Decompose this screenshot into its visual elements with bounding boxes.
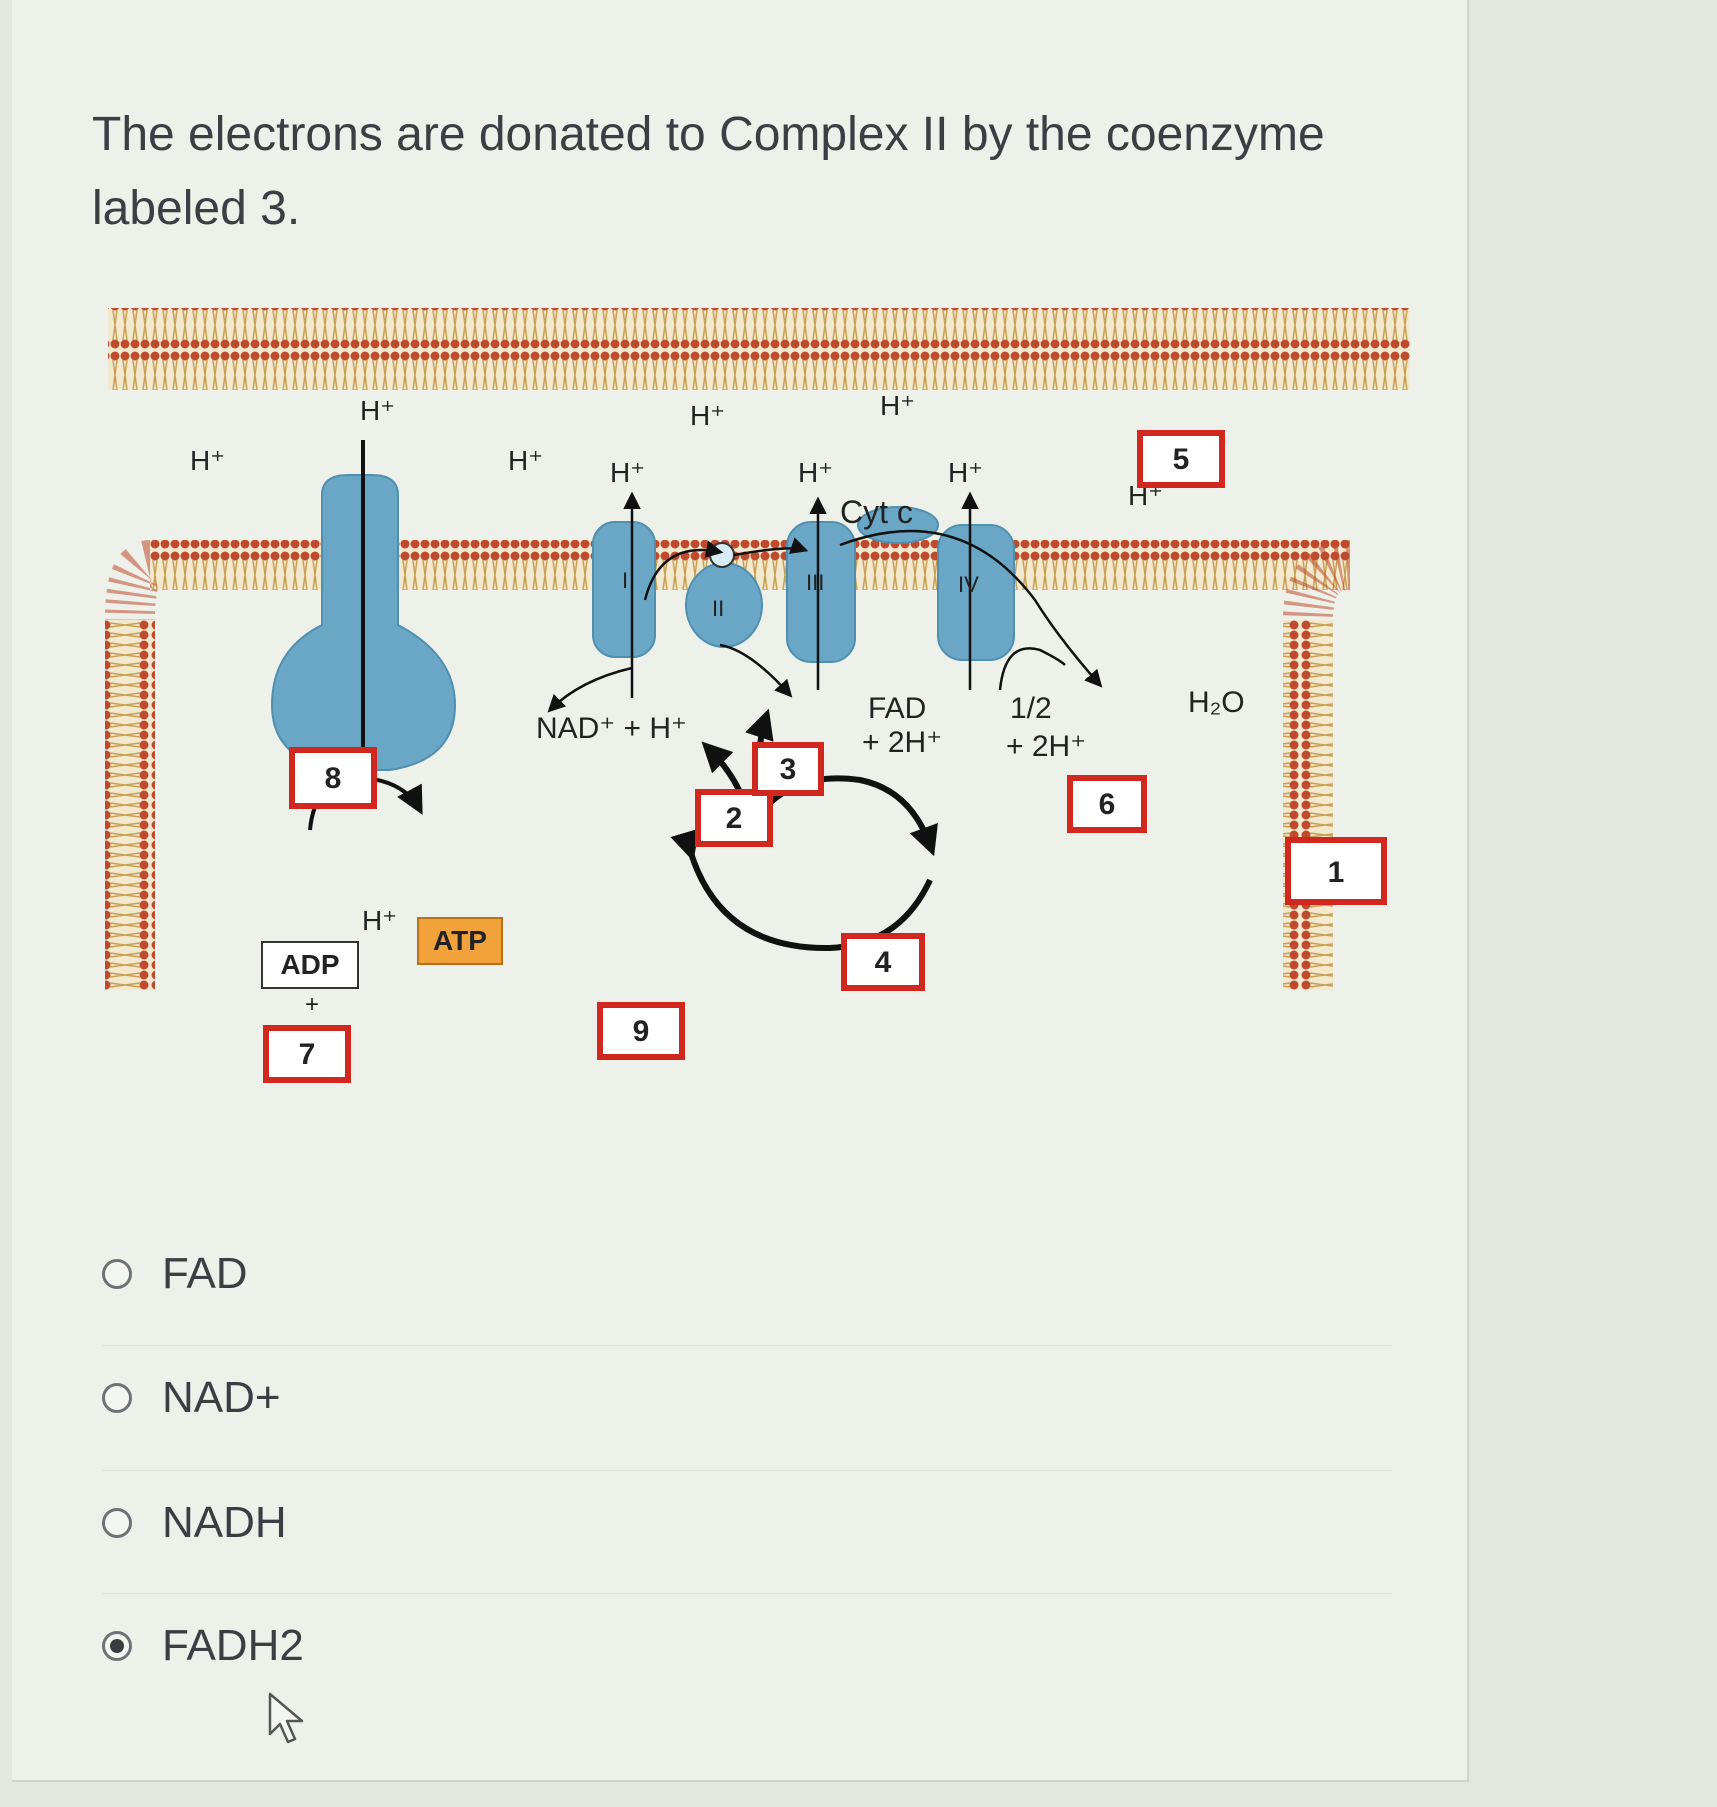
- proton-label: H⁺: [190, 445, 225, 476]
- question-text: The electrons are donated to Complex II …: [92, 98, 1392, 246]
- etc-diagram: H⁺ H⁺ H⁺ H⁺ H⁺ H⁺ H⁺ H⁺ H⁺ H⁺ I II III I…: [100, 300, 1420, 1160]
- svg-text:3: 3: [780, 753, 797, 786]
- svg-text:5: 5: [1173, 443, 1190, 476]
- proton-label: H⁺: [610, 457, 645, 488]
- label-box-9: 9: [600, 1005, 682, 1057]
- inner-membrane-right: [1283, 620, 1333, 990]
- complex-iii-label: III: [806, 570, 824, 595]
- oxygen-label: 1/2: [1010, 692, 1052, 725]
- label-box-5: 5: [1140, 433, 1222, 485]
- label-box-3: 3: [755, 745, 821, 793]
- svg-text:8: 8: [325, 762, 342, 795]
- svg-text:9: 9: [633, 1015, 650, 1048]
- option-label: FADH2: [162, 1621, 304, 1671]
- label-box-1: 1: [1288, 840, 1384, 902]
- complex-ii-label: II: [712, 596, 724, 621]
- adp-label: ADP: [280, 949, 339, 980]
- complex-i-label: I: [622, 568, 628, 593]
- radio-button[interactable]: [102, 1383, 132, 1413]
- mouse-pointer-icon: [266, 1690, 310, 1750]
- svg-text:7: 7: [299, 1038, 316, 1071]
- option-nad-plus[interactable]: NAD+: [102, 1345, 1392, 1450]
- option-nadh[interactable]: NADH: [102, 1470, 1392, 1575]
- oxygen-protons-label: + 2H⁺: [1006, 730, 1086, 763]
- radio-button[interactable]: [102, 1508, 132, 1538]
- nadh-to-nad-arrow: [550, 668, 632, 710]
- water-label: H₂O: [1188, 686, 1245, 719]
- cyt-c-label: Cyt c: [840, 494, 913, 530]
- proton-label: H⁺: [508, 445, 543, 476]
- fad-protons-label: + 2H⁺: [862, 726, 942, 759]
- label-box-4: 4: [844, 936, 922, 988]
- inner-membrane-corner-left: [130, 565, 150, 620]
- option-label: FAD: [162, 1249, 248, 1299]
- svg-text:1: 1: [1328, 856, 1345, 889]
- svg-text:6: 6: [1099, 788, 1116, 821]
- option-label: NADH: [162, 1498, 287, 1548]
- etc-diagram-svg: H⁺ H⁺ H⁺ H⁺ H⁺ H⁺ H⁺ H⁺ H⁺ H⁺ I II III I…: [100, 300, 1420, 1160]
- option-fad[interactable]: FAD: [102, 1222, 1392, 1326]
- proton-label: H⁺: [798, 457, 833, 488]
- radio-button-selected[interactable]: [102, 1631, 132, 1661]
- nad-label: NAD⁺ + H⁺: [536, 712, 687, 745]
- proton-label: H⁺: [362, 905, 397, 936]
- label-box-2: 2: [698, 792, 770, 844]
- svg-text:4: 4: [875, 946, 892, 979]
- atp-label: ATP: [433, 925, 487, 956]
- fad-label: FAD: [868, 692, 926, 725]
- proton-label: H⁺: [948, 457, 983, 488]
- fadh2-to-fad-arrow: [720, 645, 790, 695]
- label-box-6: 6: [1070, 778, 1144, 830]
- option-fadh2[interactable]: FADH2: [102, 1593, 1392, 1698]
- inner-membrane-left: [105, 620, 155, 990]
- proton-label: H⁺: [360, 395, 395, 426]
- coenzyme-q: [710, 543, 734, 567]
- label-box-7: 7: [266, 1028, 348, 1080]
- radio-button[interactable]: [102, 1259, 132, 1289]
- proton-label: H⁺: [690, 400, 725, 431]
- question-card: The electrons are donated to Complex II …: [12, 0, 1469, 1782]
- option-label: NAD+: [162, 1373, 281, 1423]
- outer-membrane: [108, 308, 1410, 390]
- oxygen-arrow: [1000, 648, 1065, 690]
- plus-sign: +: [305, 991, 319, 1018]
- label-box-8: 8: [292, 750, 374, 806]
- complex-iv-label: IV: [958, 572, 979, 597]
- svg-text:2: 2: [726, 802, 743, 835]
- proton-label: H⁺: [880, 390, 915, 421]
